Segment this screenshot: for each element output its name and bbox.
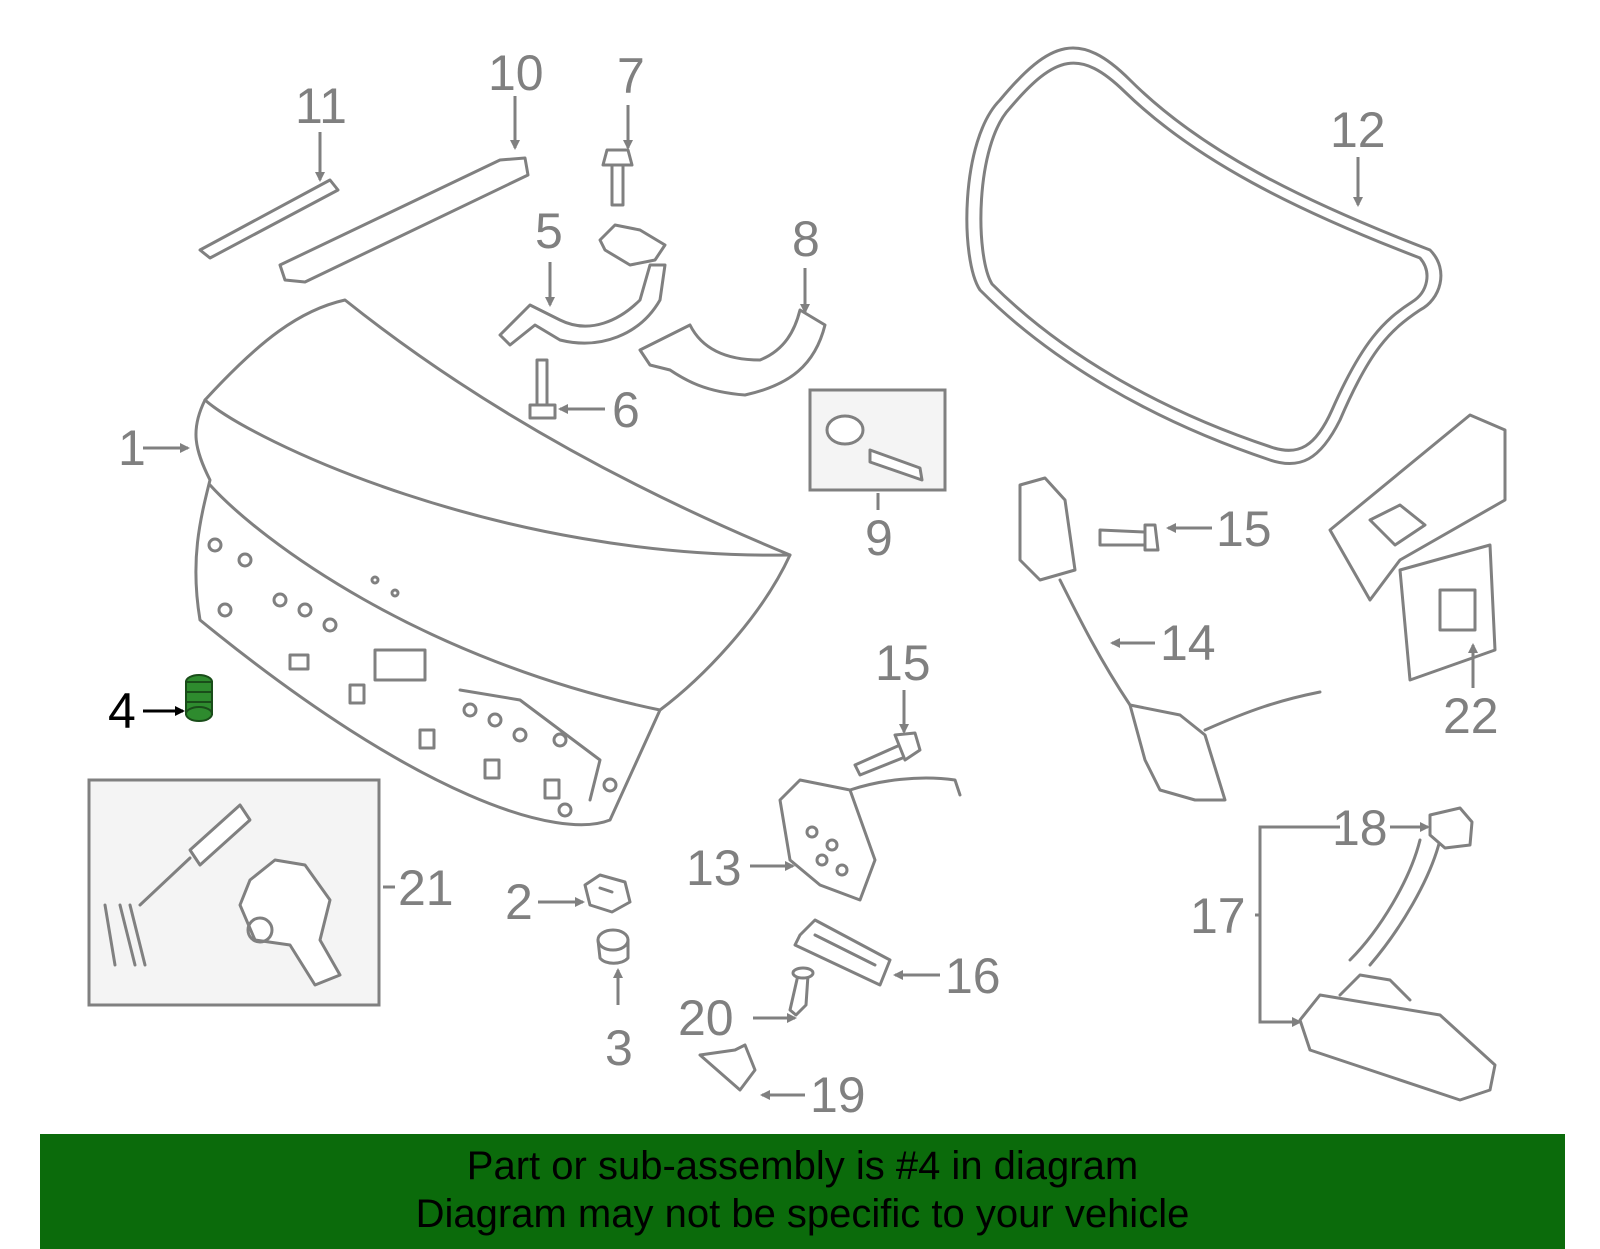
callout-13: 13	[686, 840, 742, 896]
callout-9: 9	[865, 510, 893, 566]
plug-part[interactable]	[596, 928, 630, 965]
hinge-part[interactable]	[498, 223, 667, 347]
latch-assembly-part[interactable]	[1298, 838, 1497, 1102]
callout-14: 14	[1160, 615, 1216, 671]
release-cable-part[interactable]	[1018, 476, 1322, 802]
callout-12: 12	[1330, 102, 1386, 158]
trunk-lid-part[interactable]	[194, 298, 792, 827]
callout-11: 11	[295, 78, 347, 134]
connector-part[interactable]	[1428, 806, 1474, 850]
callout-15a: 15	[1216, 501, 1272, 557]
info-banner: Part or sub-assembly is #4 in diagram Di…	[40, 1134, 1565, 1249]
bumper-stop-part[interactable]	[583, 873, 632, 914]
callout-16: 16	[945, 948, 1001, 1004]
callout-labels: 1 2 3 4 5 6 7 8 9 10 11 12 13 14 15 15 1…	[108, 45, 1499, 1123]
bolt-part-6[interactable]	[528, 358, 557, 420]
callout-22: 22	[1443, 688, 1499, 744]
leader-lines	[143, 96, 1478, 1100]
callout-2: 2	[505, 874, 533, 930]
banner-line-1: Part or sub-assembly is #4 in diagram	[466, 1144, 1139, 1188]
clip-part-19[interactable]	[698, 1043, 757, 1092]
callout-3: 3	[605, 1020, 633, 1076]
callout-1: 1	[118, 420, 146, 476]
callout-10: 10	[488, 45, 544, 101]
callout-4: 4	[108, 683, 136, 739]
banner-line-2: Diagram may not be specific to your vehi…	[415, 1192, 1190, 1236]
callout-19: 19	[810, 1067, 866, 1123]
callout-20: 20	[678, 990, 734, 1046]
bolt-part-15a[interactable]	[1098, 523, 1160, 552]
module-part[interactable]	[1328, 413, 1507, 682]
weatherstrip-part[interactable]	[965, 46, 1443, 466]
highlighted-part-4[interactable]	[185, 674, 213, 722]
latch-bracket-part[interactable]	[778, 776, 962, 902]
lock-box-part[interactable]	[87, 778, 381, 1007]
screw-part-20[interactable]	[788, 966, 815, 1017]
callout-6: 6	[612, 382, 640, 438]
bolt-part-15b[interactable]	[853, 731, 922, 777]
callout-17: 17	[1190, 888, 1246, 944]
gas-strut-part[interactable]	[278, 156, 530, 284]
callout-7: 7	[617, 48, 645, 104]
hinge-cover-part[interactable]	[638, 308, 827, 397]
clip-box-part[interactable]	[808, 388, 947, 492]
callout-5: 5	[535, 203, 563, 259]
handle-part[interactable]	[793, 918, 892, 987]
callout-8: 8	[792, 211, 820, 267]
strut-small-part[interactable]	[198, 178, 340, 260]
callout-15b: 15	[875, 635, 931, 691]
bolt-part-7[interactable]	[601, 148, 634, 207]
callout-21: 21	[398, 860, 454, 916]
callout-18: 18	[1332, 800, 1388, 856]
